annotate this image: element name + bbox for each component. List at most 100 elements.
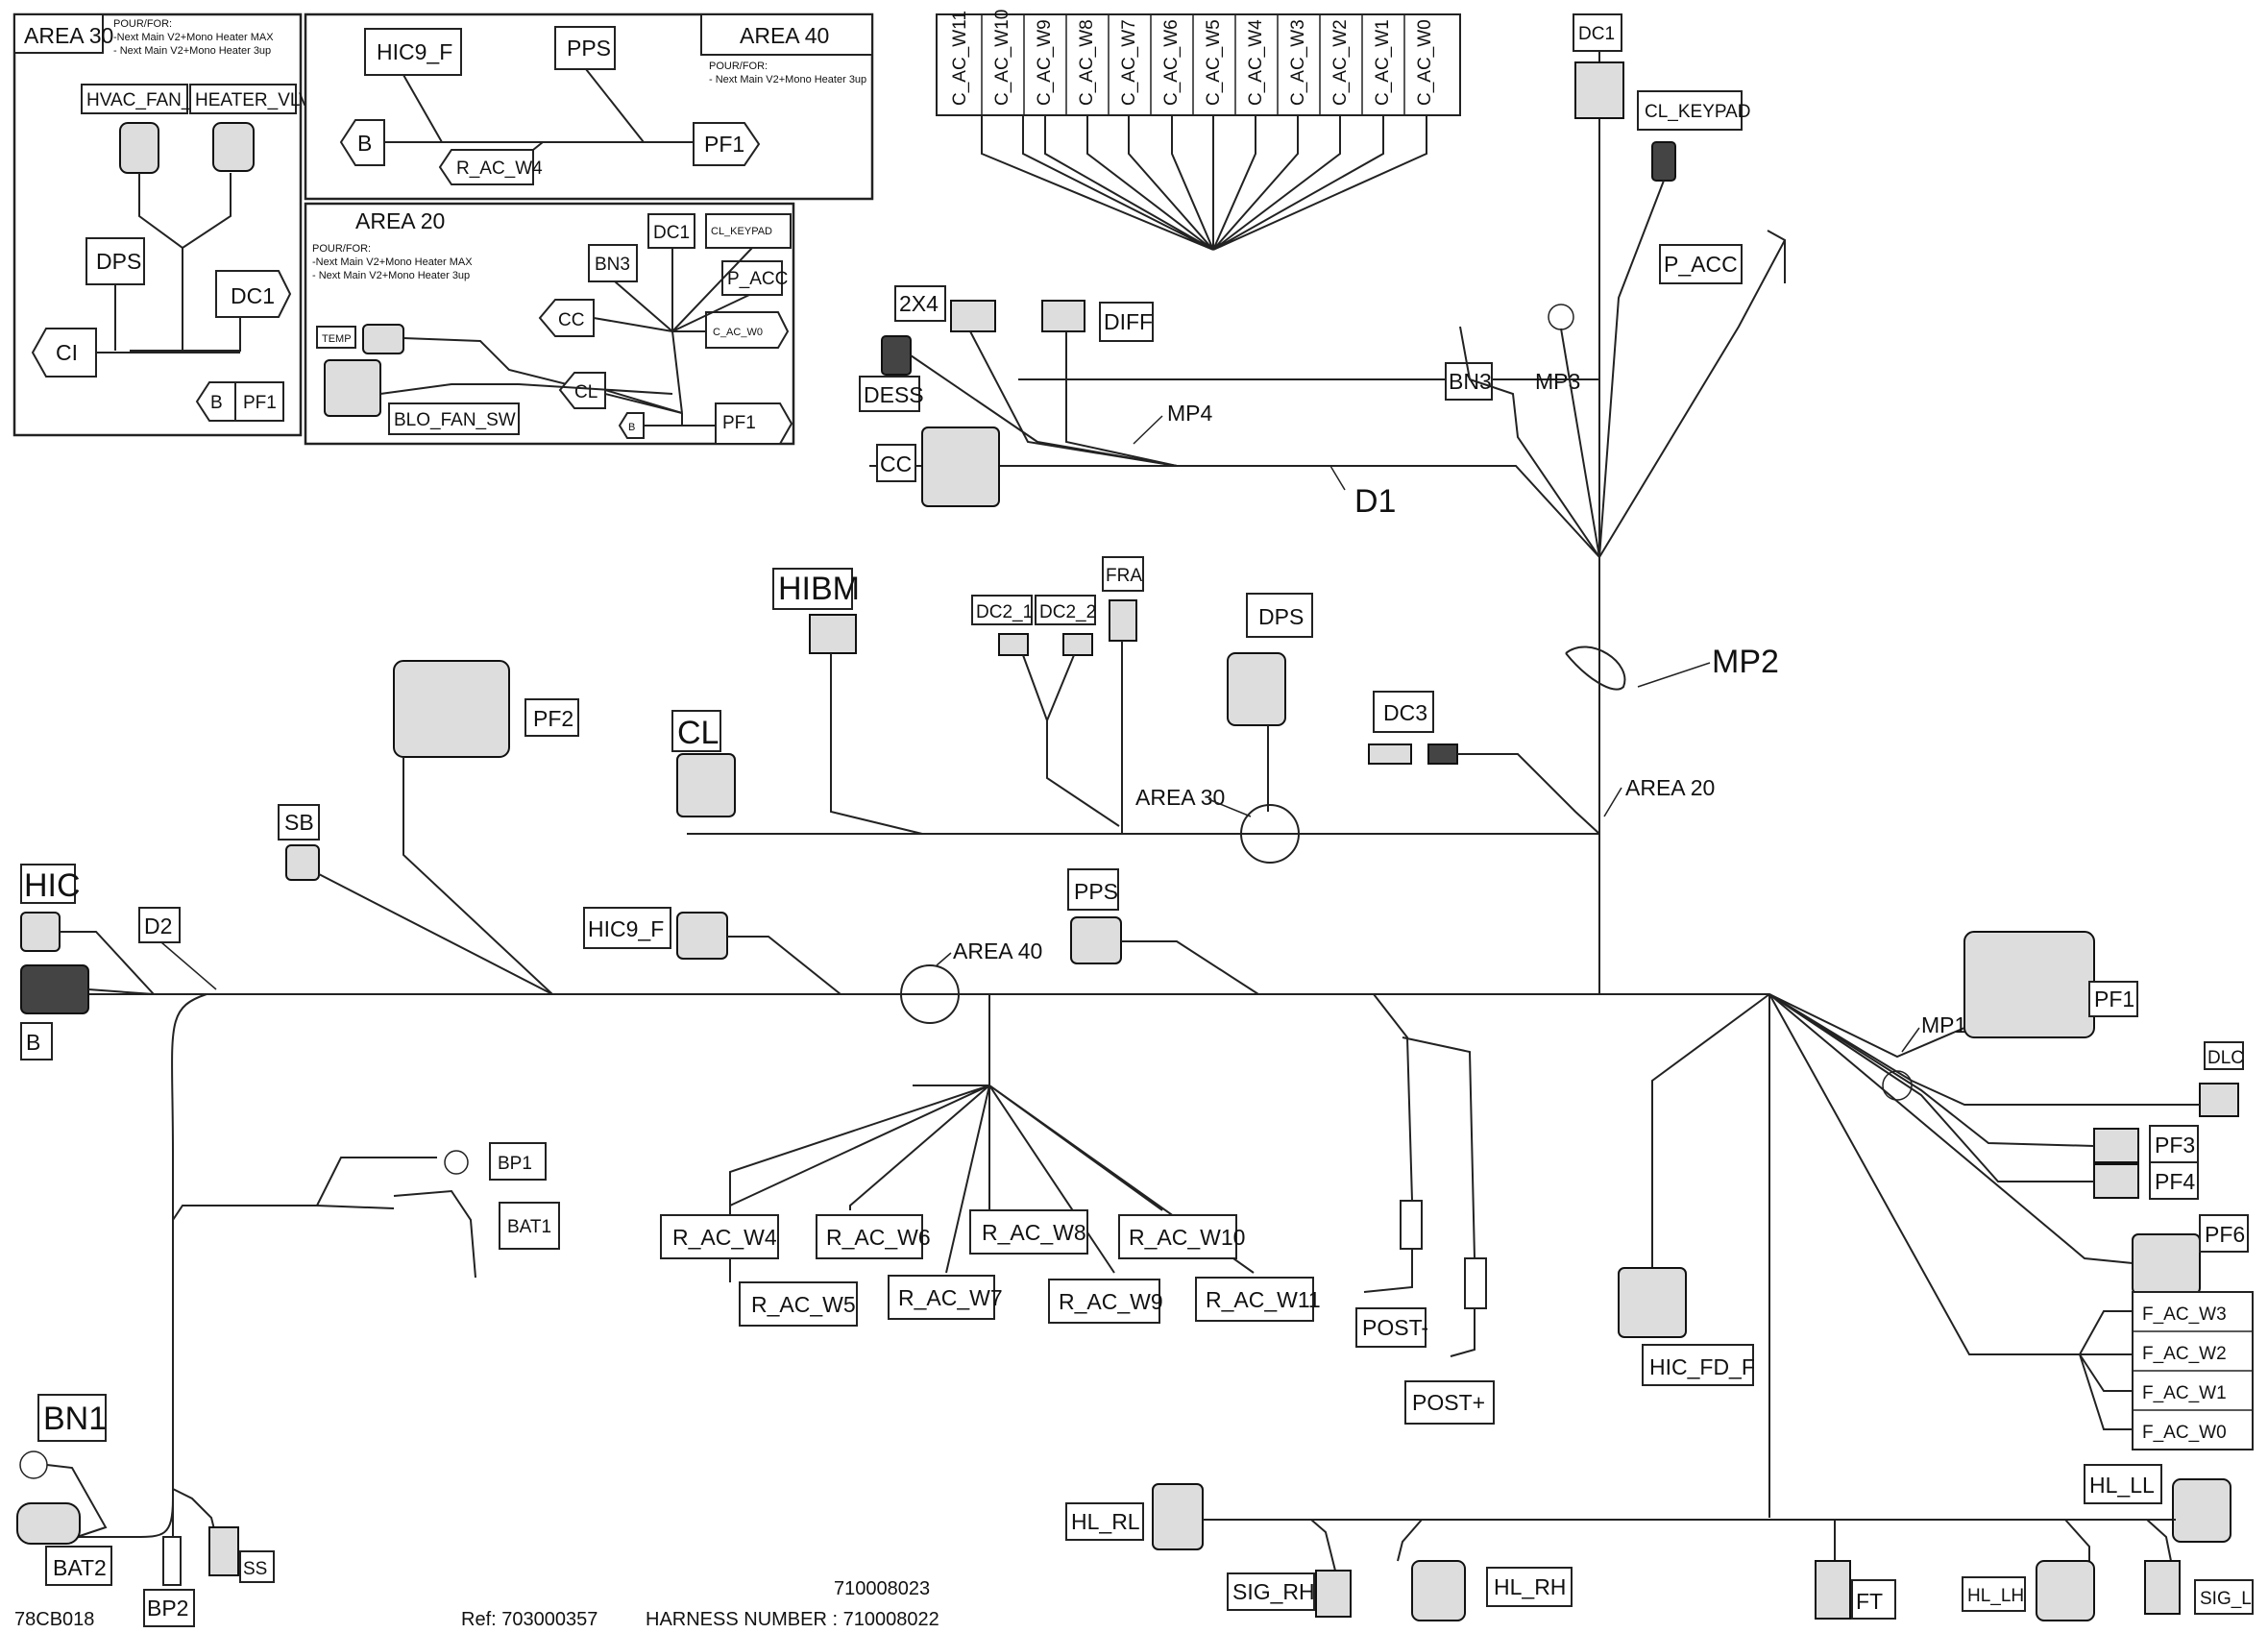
hic-label: HIC [24,867,81,904]
pf3-label: PF3 [2155,1133,2195,1158]
sig-l-connector-icon [2144,1560,2181,1615]
mp3-label: MP3 [1535,369,1580,394]
inset-area20-dc1: DC1 [653,223,690,243]
dps-connector-icon [1227,652,1286,726]
main-trunk-lines [38,19,2176,1538]
dc3-connector-a-icon [1368,743,1412,765]
post-minus-label: POST- [1362,1315,1428,1340]
pf2-connector-icon [393,660,510,758]
c-ac-w10-label: C_AC_W10 [992,10,1012,106]
hic9f-label: HIC9_F [588,916,664,941]
battery-branch: BP1 BAT1 [172,1142,560,1279]
dlc-connector-icon [2199,1083,2239,1117]
pf1-label: PF1 [2094,987,2134,1011]
inset-area30-title: AREA 30 [24,23,113,48]
hic-fd-f-label: HIC_FD_F [1649,1354,1755,1379]
ss-connector-icon [208,1526,239,1576]
inset-area20-note-3: - Next Main V2+Mono Heater 3up [312,270,470,281]
pps-label: PPS [1074,879,1118,904]
pf6-connector-icon [2132,1233,2201,1295]
inset-area40-note-1: POUR/FOR: [709,61,768,72]
bottom-lighting-cluster: HL_RL SIG_RH HL_RH FT HL_LH SIG_L HL_LL [1065,1464,2254,1621]
inset-area40-b: B [357,131,372,156]
inset-area20-temp: TEMP [322,333,352,345]
inset-area20: AREA 20 POUR/FOR: -Next Main V2+Mono Hea… [304,202,795,446]
upper-right-cluster: DC1 CL_KEYPAD P_ACC BN3 MP3 [1445,13,1786,558]
cl-connector-icon [676,753,736,817]
mp1-label: MP1 [1921,1012,1966,1037]
pf2-label: PF2 [533,706,573,731]
c-ac-w7-label: C_AC_W7 [1119,19,1139,106]
inset-area30-b: B [210,393,223,413]
mp4-label: MP4 [1167,401,1213,426]
cc-label: CC [880,451,912,476]
c-ac-w6-label: C_AC_W6 [1161,19,1182,106]
r-ac-w11-label: R_AC_W11 [1206,1287,1321,1312]
dc2-1-label: DC2_1 [976,602,1033,622]
inset-area40-note-2: - Next Main V2+Mono Heater 3up [709,74,866,85]
c-ac-w3-label: C_AC_W3 [1288,19,1308,106]
dc2-2-connector-icon [1062,633,1093,656]
middle-upper-cluster: HIBM DC2_1 DC2_2 FRA DPS AREA 30 MP2 DC3… [671,556,1779,864]
inset-area30-note-3: - Next Main V2+Mono Heater 3up [113,45,271,57]
c-ac-w8-label: C_AC_W8 [1077,19,1097,106]
bat1-label: BAT1 [507,1217,551,1237]
sig-rh-connector-icon [1315,1570,1352,1618]
pf1-connector-icon [1963,931,2095,1038]
diff-label: DIFF [1104,309,1153,334]
inset-area20-blofansw: BLO_FAN_SW [394,410,516,430]
fra-label: FRA [1106,566,1142,586]
dc3-label: DC3 [1383,700,1427,725]
c-ac-connector-fan: C_AC_W11 C_AC_W10 C_AC_W9 C_AC_W8 C_AC_W… [936,10,1461,251]
inset-area20-note-2: -Next Main V2+Mono Heater MAX [312,256,473,268]
c-ac-w0-label: C_AC_W0 [1415,19,1435,106]
post-terminals: POST- POST+ [1355,993,1495,1425]
sig-l-label: SIG_L [2200,1589,2252,1609]
sb-label: SB [284,810,314,835]
f-ac-w1-label: F_AC_W1 [2142,1383,2227,1403]
hic-fd-f-connector-icon [1618,1267,1687,1338]
inset-area40-hic9f: HIC9_F [377,39,452,64]
hl-rh-connector-icon [1411,1560,1466,1621]
inset-area20-note-1: POUR/FOR: [312,243,371,255]
b-label: B [26,1030,40,1055]
hibm-connector-icon [809,614,857,654]
ref-number: Ref: 703000357 [461,1609,597,1630]
inset-area20-pf1: PF1 [722,413,756,433]
inset-area30-heater-label: HEATER_VLV [195,90,311,110]
pf4-label: PF4 [2155,1169,2195,1194]
hibm-label: HIBM [778,571,860,607]
blo-fan-sw-connector-icon [324,359,381,417]
inset-area30-note-1: POUR/FOR: [113,18,172,30]
hl-ll-label: HL_LL [2089,1473,2155,1498]
pf6-label: PF6 [2205,1222,2245,1247]
mp2-label: MP2 [1712,644,1779,680]
harness-alt-number: 710008023 [834,1578,930,1599]
bat2-terminal-icon [16,1502,81,1545]
area40-callout: AREA 40 [953,938,1042,963]
d1-label: D1 [1354,483,1396,520]
c-ac-w2-label: C_AC_W2 [1330,19,1351,106]
c-ac-w5-label: C_AC_W5 [1204,19,1224,106]
pf3-connector-icon [2093,1128,2139,1163]
inset-area20-title: AREA 20 [355,208,445,233]
inset-area20-cc: CC [558,310,584,330]
hl-lh-connector-icon [2036,1560,2095,1621]
inset-area40-pps: PPS [567,36,611,61]
inset-area40-title: AREA 40 [740,23,829,48]
hic-connector-icon [20,912,61,952]
inset-area20-cacw0: C_AC_W0 [713,327,763,338]
inset-area20-bn3: BN3 [595,255,630,275]
ft-label: FT [1856,1589,1883,1614]
left-cluster: PF2 SB HIC D2 B HIC9_F AREA 40 PPS [20,660,1259,1060]
sig-rh-label: SIG_RH [1232,1579,1315,1604]
r-ac-w4-label: R_AC_W4 [672,1225,777,1250]
inset-area20-b: B [628,422,635,433]
ss-label: SS [243,1559,267,1579]
hl-rl-label: HL_RL [1071,1509,1140,1534]
b-connector-icon [20,964,89,1014]
footer: 78CB018 Ref: 703000357 HARNESS NUMBER : … [14,1578,939,1630]
cl-label: CL [677,715,719,751]
diff-connector-icon [1041,300,1085,332]
